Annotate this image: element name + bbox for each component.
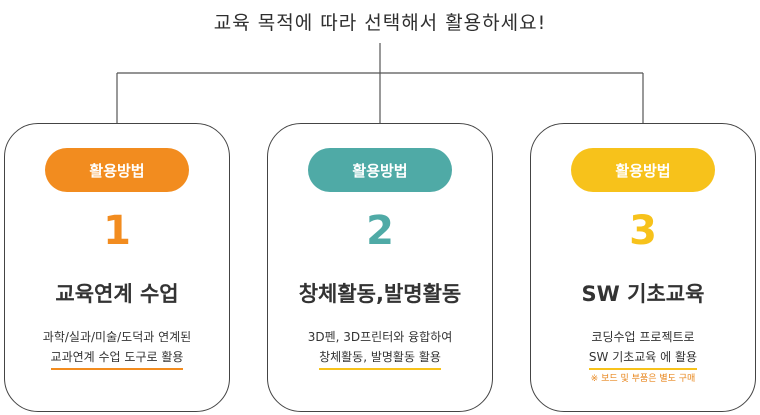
method-card-2: 활용방법 2 창체활동,발명활동 3D펜, 3D프린터와 융합하여 창체활동, … [267, 123, 493, 412]
description-line-1: 3D펜, 3D프린터와 융합하여 [307, 330, 453, 344]
method-title: 창체활동,발명활동 [298, 282, 462, 306]
description-line-1: 코딩수업 프로젝트로 [591, 330, 695, 344]
description-line-2: 창체활동, 발명활동 활용 [319, 347, 441, 370]
method-title: SW 기초교육 [581, 282, 705, 306]
method-pill: 활용방법 [308, 148, 452, 192]
method-card-3: 활용방법 3 SW 기초교육 코딩수업 프로젝트로 SW 기초교육 에 활용 ※… [530, 123, 756, 412]
description-line-2: 교과연계 수업 도구로 활용 [50, 347, 184, 370]
method-description: 과학/실과/미술/도덕과 연계된 교과연계 수업 도구로 활용 [5, 327, 229, 370]
method-pill: 활용방법 [45, 148, 189, 192]
method-number: 1 [103, 208, 131, 254]
description-line-2: SW 기초교육 에 활용 [588, 347, 698, 370]
description-line-1: 과학/실과/미술/도덕과 연계된 [42, 330, 192, 344]
method-number: 3 [629, 208, 657, 254]
method-description: 3D펜, 3D프린터와 융합하여 창체활동, 발명활동 활용 [268, 327, 492, 370]
method-description: 코딩수업 프로젝트로 SW 기초교육 에 활용 [531, 327, 755, 370]
purchase-note: ※ 보드 및 부품은 별도 구매 [590, 374, 696, 384]
page-heading: 교육 목적에 따라 선택해서 활용하세요! [213, 12, 547, 34]
method-number: 2 [366, 208, 394, 254]
method-pill: 활용방법 [571, 148, 715, 192]
method-card-1: 활용방법 1 교육연계 수업 과학/실과/미술/도덕과 연계된 교과연계 수업 … [4, 123, 230, 412]
method-title: 교육연계 수업 [55, 282, 179, 306]
